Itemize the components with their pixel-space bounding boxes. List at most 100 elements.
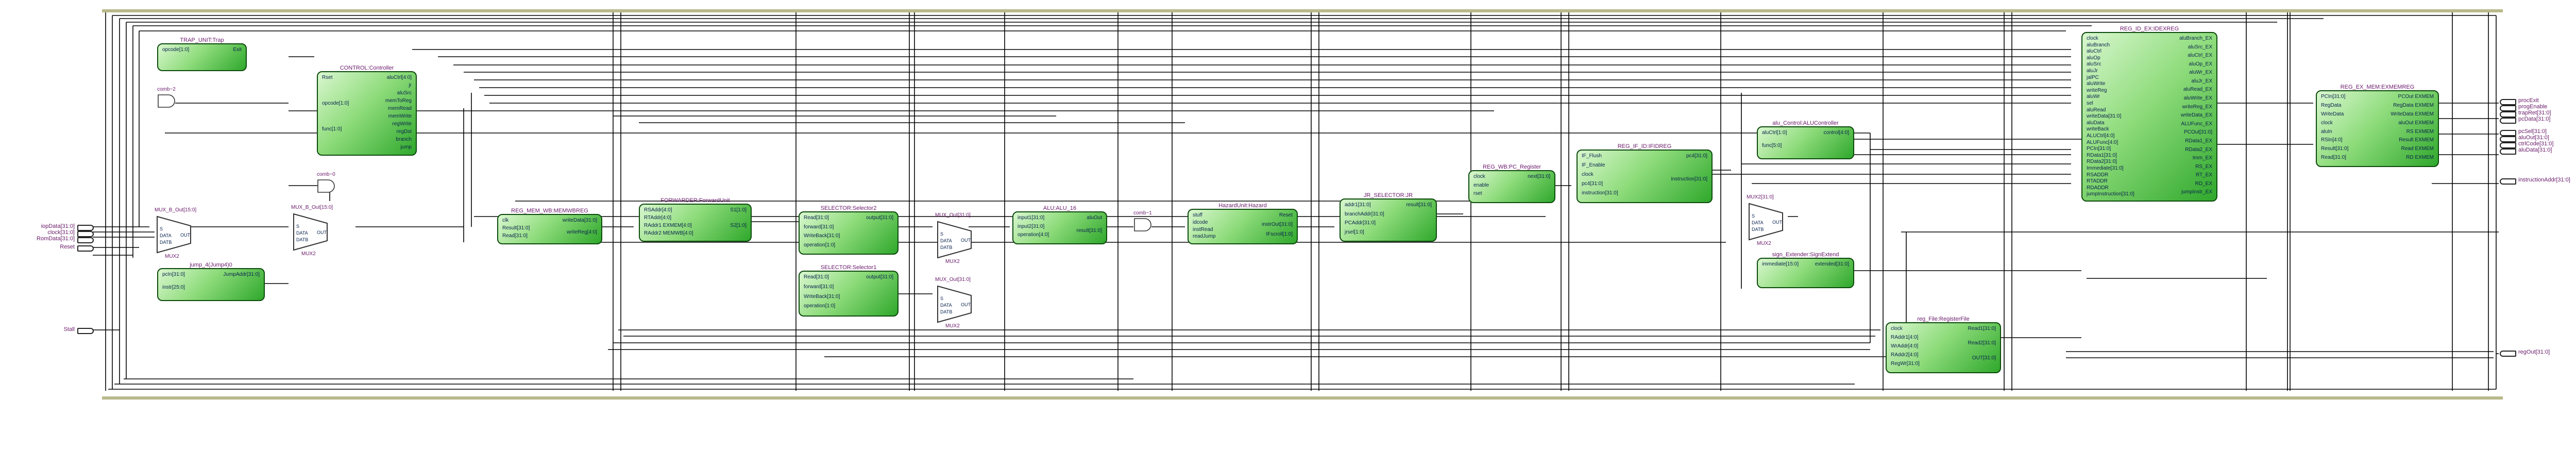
output-port: aluOut[31:0] bbox=[2518, 135, 2549, 141]
input-pin: Read[31:0] bbox=[502, 233, 528, 239]
block-title: REG_EX_MEM:EXMEMREG bbox=[2340, 84, 2415, 90]
output-pin: aluJr_EX bbox=[2191, 78, 2212, 84]
mux-pin: S bbox=[940, 231, 944, 237]
input-pin: input1[31:0] bbox=[1018, 215, 1045, 221]
mux-title: MUX_B_Out[15:0] bbox=[155, 207, 197, 213]
input-pin: clock bbox=[1473, 174, 1485, 179]
block-title: REG_WB:PC_Register bbox=[1482, 164, 1541, 170]
input-pin: writeBack bbox=[2087, 126, 2109, 132]
mux-shape bbox=[937, 221, 972, 259]
output-pin: PCOut[31:0] bbox=[2183, 129, 2212, 136]
and-gate-shape bbox=[317, 179, 335, 193]
gate-title: comb~2 bbox=[157, 87, 176, 92]
output-pin: extended[31:0] bbox=[1815, 261, 1849, 267]
output-pin: regDst bbox=[396, 129, 412, 135]
input-port: Reset bbox=[60, 244, 75, 250]
input-pin: Immediate[31:0] bbox=[2087, 165, 2124, 171]
input-pin: sel bbox=[2087, 101, 2093, 106]
block-title: HazardUnit:Hazard bbox=[1218, 203, 1267, 209]
input-pin: WrAddr[4:0] bbox=[1891, 343, 1919, 349]
gate-g1[interactable]: comb~2 bbox=[157, 87, 180, 111]
input-pin: readJump bbox=[1193, 234, 1216, 240]
input-pin: aluCtrl[1:0] bbox=[1762, 130, 1787, 136]
output-pin: instruction[31:0] bbox=[1671, 176, 1707, 182]
output-pin: writeData[31:0] bbox=[562, 218, 597, 223]
output-port: procExit bbox=[2518, 97, 2539, 104]
output-port: trapRet[31:0] bbox=[2518, 110, 2551, 116]
output-pin: Reset bbox=[1279, 212, 1293, 218]
output-port-symbol bbox=[2500, 136, 2516, 142]
input-pin: Read[31:0] bbox=[2321, 155, 2346, 161]
input-port: Stall bbox=[63, 326, 75, 333]
mux-pin: DATB bbox=[940, 309, 953, 314]
input-pin: RegData bbox=[2321, 102, 2342, 108]
output-pin: Result EXMEM bbox=[2399, 137, 2434, 143]
input-pin: aluWr bbox=[2087, 94, 2100, 100]
input-pin: WriteData bbox=[2321, 111, 2344, 117]
mux-label: MUX2 bbox=[1757, 241, 1771, 246]
gate-g3[interactable]: comb~1 bbox=[1133, 210, 1157, 235]
input-pin: ALUCtrl[4:0] bbox=[2087, 133, 2115, 139]
input-pin: pc4[31:0] bbox=[1582, 181, 1603, 187]
input-pin: operation[4:0] bbox=[1018, 232, 1049, 238]
mux-label: MUX2 bbox=[165, 254, 179, 259]
input-pin: RSADDR bbox=[2087, 172, 2109, 178]
output-pin: Imm_EX bbox=[2192, 155, 2212, 161]
output-pin: IFscroll[1:0] bbox=[1266, 231, 1293, 237]
input-pin: opcode[1:0] bbox=[322, 101, 349, 106]
output-pin: JumpAddr[31:0] bbox=[223, 272, 260, 277]
input-pin: RSIn[4:0] bbox=[2321, 137, 2343, 143]
input-pin: aluRead bbox=[2087, 107, 2106, 113]
input-pin: RTAddr[4:0] bbox=[644, 215, 671, 221]
mux-pin: DATB bbox=[296, 237, 309, 242]
input-pin: RData2[31:0] bbox=[2087, 159, 2117, 165]
input-pin: func[5:0] bbox=[1762, 143, 1782, 148]
output-port: pcSel[31:0] bbox=[2518, 128, 2547, 135]
mux-pin: OUT bbox=[180, 232, 190, 238]
mux-pin: OUT bbox=[961, 302, 971, 307]
input-pin: pcIn[31:0] bbox=[162, 272, 185, 277]
output-pin: RData2_EX bbox=[2185, 146, 2212, 153]
output-pin: pc4[31:0] bbox=[1686, 153, 1707, 159]
input-pin: RData1[31:0] bbox=[2087, 152, 2117, 158]
gate-title: comb~0 bbox=[317, 172, 335, 177]
input-pin: RAddr1[4:0] bbox=[1891, 335, 1919, 340]
output-port-symbol bbox=[2500, 351, 2516, 357]
output-pin: WriteData EXMEM bbox=[2391, 111, 2434, 117]
output-pin: S1[1:0] bbox=[730, 207, 747, 213]
input-pin: idcode bbox=[1193, 219, 1208, 225]
input-port-symbol bbox=[77, 225, 94, 231]
mux-pin: OUT bbox=[961, 238, 971, 243]
output-pin: aluSrc bbox=[397, 90, 412, 96]
input-pin: aluBranch bbox=[2087, 42, 2110, 48]
output-port-symbol bbox=[2500, 130, 2516, 136]
output-pin: aluBranch_EX bbox=[2179, 36, 2212, 41]
output-pin: RS EXMEM bbox=[2406, 128, 2434, 135]
gate-g2[interactable]: comb~0 bbox=[317, 172, 340, 196]
mux-pin: OUT bbox=[1772, 220, 1782, 225]
input-pin: RAddr2[4:0] bbox=[1891, 352, 1919, 358]
